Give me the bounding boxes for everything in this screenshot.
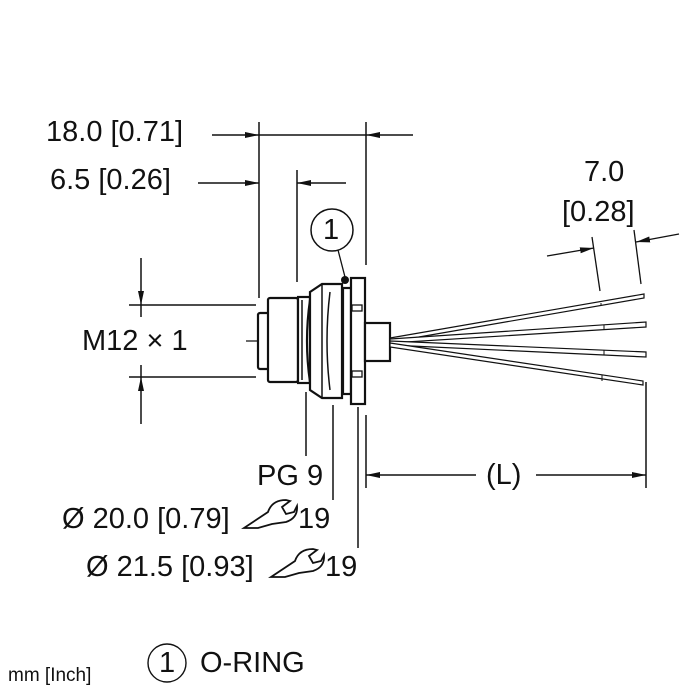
legend-callout-label: O-RING bbox=[200, 647, 305, 679]
legend-callout-circle bbox=[147, 643, 187, 683]
dim-thread-length: 6.5 [0.26] bbox=[50, 164, 171, 196]
dim-wire-strip: 7.0 bbox=[584, 156, 625, 188]
extension-line bbox=[591, 236, 601, 292]
dim-overall-length: 18.0 [0.71] bbox=[46, 116, 184, 148]
dimension-arrow bbox=[546, 247, 595, 257]
legend-callout-number: 1 bbox=[159, 647, 176, 679]
wrench-icon bbox=[268, 548, 325, 578]
dim-wrench-1: 19 bbox=[298, 503, 331, 535]
wrench-icon bbox=[241, 499, 298, 529]
dim-diameter-2: Ø 21.5 [0.93] bbox=[86, 551, 254, 583]
connector-body bbox=[256, 276, 392, 406]
dim-thread: M12 × 1 bbox=[82, 325, 188, 357]
wires bbox=[389, 293, 647, 386]
extension-line bbox=[633, 229, 642, 285]
dim-cable-length: (L) bbox=[486, 459, 522, 491]
legend-units: mm [Inch] bbox=[8, 665, 92, 686]
dim-gland-thread: PG 9 bbox=[257, 460, 324, 492]
callout-circle bbox=[310, 208, 354, 252]
dim-wire-strip-inch: [0.28] bbox=[562, 196, 635, 228]
o-ring-mark bbox=[341, 276, 349, 284]
dim-diameter-1: Ø 20.0 [0.79] bbox=[62, 503, 230, 535]
callout-number: 1 bbox=[323, 214, 340, 246]
dim-wrench-2: 19 bbox=[325, 551, 358, 583]
dimension-arrow bbox=[635, 233, 680, 243]
callout-leader bbox=[337, 249, 346, 278]
wire-strip-marks bbox=[600, 303, 605, 381]
